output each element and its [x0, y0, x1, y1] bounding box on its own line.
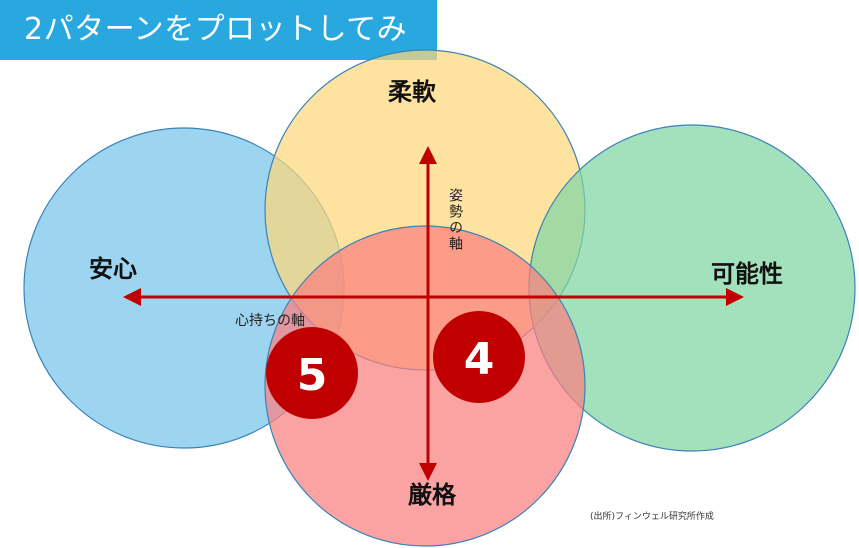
label-right: 可能性 — [711, 260, 783, 288]
marker-5: 5 — [266, 327, 358, 419]
label-left: 安心 — [89, 255, 137, 283]
label-bottom: 厳格 — [408, 481, 457, 509]
marker-5-label: 5 — [297, 350, 328, 401]
horizontal-axis-label: 心持ちの軸 — [235, 313, 305, 329]
title-banner: 2パターンをプロットしてみると — [0, 0, 437, 107]
marker-4: 4 — [433, 311, 525, 403]
page-title: 2パターンをプロットしてみると — [24, 12, 408, 107]
label-top: 柔軟 — [388, 78, 437, 106]
vertical-axis-label: 姿勢の軸 — [447, 188, 463, 252]
circle-bottom — [264, 225, 586, 547]
source-credit: (出所)フィンウェル研究所作成 — [590, 510, 714, 522]
marker-4-label: 4 — [464, 334, 495, 385]
